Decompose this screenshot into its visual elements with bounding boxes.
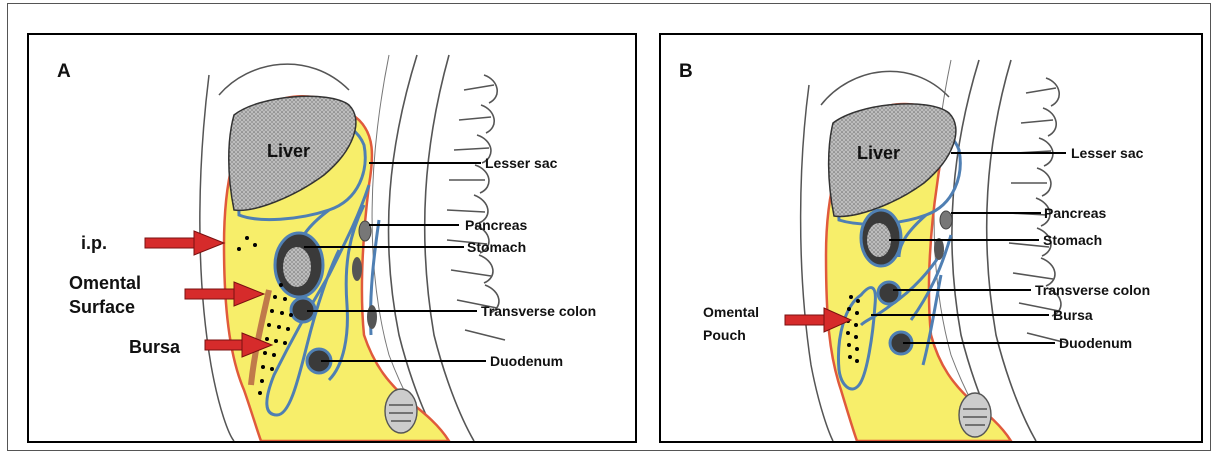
panel-a-diagram: A Liver Lesser sac Pancreas Stomach Tran… (29, 35, 635, 441)
label-transverse-colon: Transverse colon (1035, 282, 1150, 298)
label-pancreas: Pancreas (1044, 205, 1106, 221)
label-lesser-sac: Lesser sac (485, 155, 558, 171)
label-surface: Surface (69, 297, 135, 317)
label-bursa: Bursa (129, 337, 181, 357)
pancreas (940, 211, 952, 229)
label-omental: Omental (69, 273, 141, 293)
label-ip: i.p. (81, 233, 107, 253)
panel-letter-a: A (57, 61, 71, 82)
label-stomach: Stomach (1043, 232, 1102, 248)
label-stomach: Stomach (467, 239, 526, 255)
arrow-ip (145, 231, 224, 255)
label-pancreas: Pancreas (465, 217, 527, 233)
label-liver: Liver (857, 143, 900, 163)
panel-a: A Liver Lesser sac Pancreas Stomach Tran… (27, 33, 637, 443)
label-omental: Omental (703, 304, 759, 320)
label-liver: Liver (267, 141, 310, 161)
transverse-colon (878, 282, 900, 304)
lower-colon (959, 393, 991, 437)
label-lesser-sac: Lesser sac (1071, 145, 1144, 161)
panel-b: B Liver Lesser sac Pancreas Stomach Tran… (659, 33, 1203, 443)
label-duodenum: Duodenum (1059, 335, 1132, 351)
label-bursa: Bursa (1053, 307, 1093, 323)
label-pouch: Pouch (703, 327, 746, 343)
lower-colon (385, 389, 417, 433)
label-transverse-colon: Transverse colon (481, 303, 596, 319)
panel-letter-b: B (679, 61, 693, 82)
label-duodenum: Duodenum (490, 353, 563, 369)
panel-b-diagram: B Liver Lesser sac Pancreas Stomach Tran… (661, 35, 1201, 441)
